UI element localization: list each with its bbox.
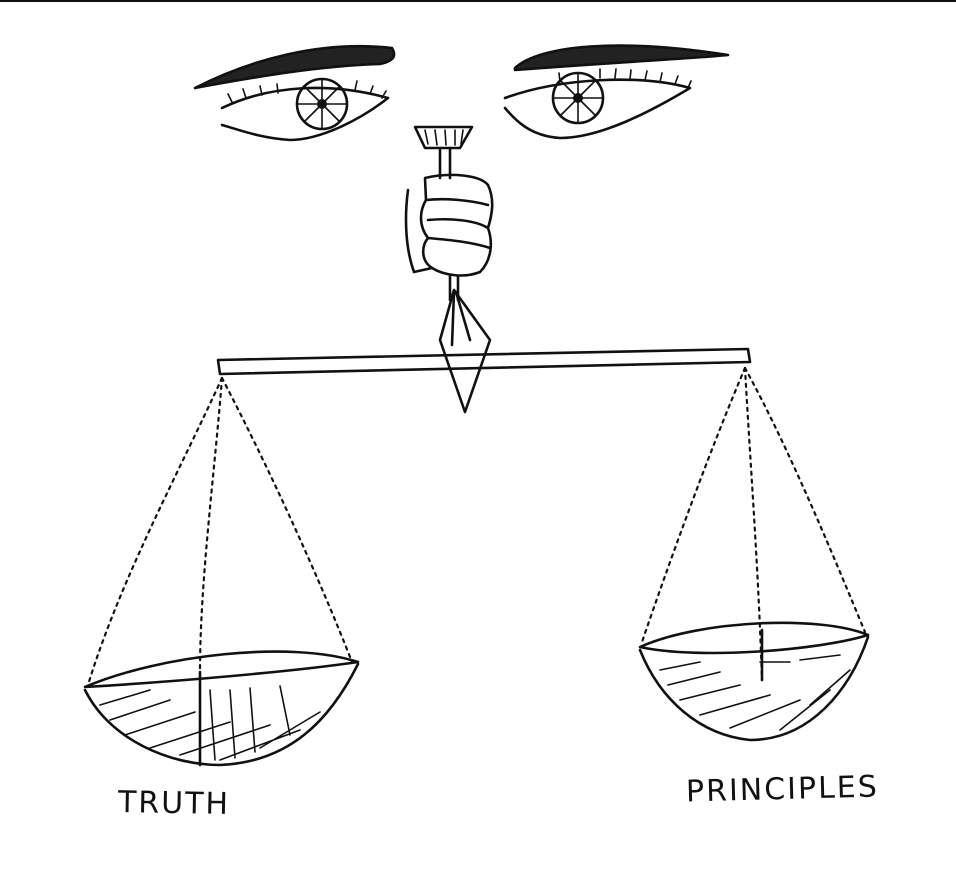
right-chains — [640, 366, 867, 682]
right-pan — [638, 621, 870, 742]
left-pan — [83, 650, 360, 767]
left-chains — [86, 376, 354, 687]
truth-label: TRUTH — [117, 785, 231, 822]
right-eye-icon — [503, 44, 730, 140]
hand-with-pen-icon — [404, 125, 494, 414]
left-eye-icon — [193, 44, 396, 142]
principles-label: PRINCIPLES — [685, 769, 880, 810]
balance-beam — [216, 347, 752, 376]
